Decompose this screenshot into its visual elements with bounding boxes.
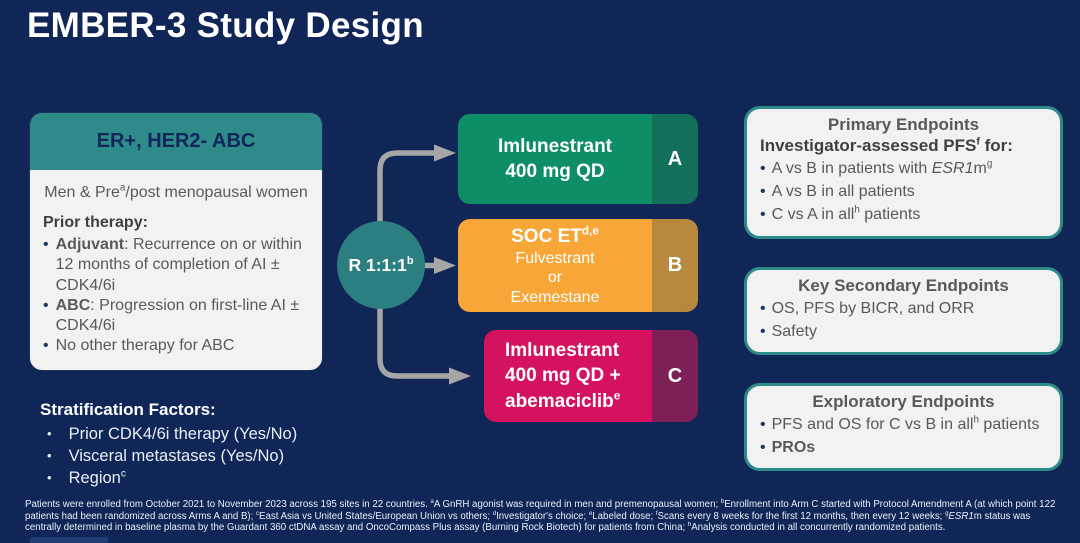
arm-a-content: Imlunestrant 400 mg QD [458, 114, 652, 204]
list-item-text: A vs B in patients with ESR1mg [771, 158, 993, 177]
bullet-dot: • [760, 439, 766, 457]
arm-c-line: 400 mg QD + [505, 365, 621, 387]
population-panel: ER+, HER2- ABC Men & Prea/post menopausa… [30, 113, 322, 371]
list-item: • No other therapy for ABC [43, 336, 309, 356]
primary-endpoints-panel: Primary Endpoints Investigator-assessed … [744, 106, 1063, 239]
list-item-text: OS, PFS by BICR, and ORR [771, 300, 975, 317]
list-item-text: A vs B in all patients [771, 183, 915, 201]
panel-title: Primary Endpoints [827, 115, 980, 134]
arm-c-letter-tab: C [652, 330, 698, 422]
population-panel-header: ER+, HER2- ABC [30, 113, 322, 170]
list-item-text: ABC: Progression on first-line AI ± CDK4… [55, 296, 300, 334]
arm-c-content: Imlunestrant 400 mg QD + abemaciclibe [484, 330, 652, 422]
list-item: • A vs B in patients with ESR1mg [760, 157, 1047, 180]
bullet-dot: • [760, 206, 766, 224]
bullet-dot: • [47, 469, 52, 485]
arm-a-line: Imlunestrant [497, 135, 613, 157]
arm-b-line: Exemestane [510, 288, 600, 306]
arrow-to-arm-c [377, 300, 451, 379]
bullet-dot: • [760, 160, 766, 177]
page-title: EMBER-3 Study Design [27, 6, 424, 45]
arm-b-box: SOC ETd,e Fulvestrant or Exemestane B [458, 219, 698, 312]
population-panel-body: Men & Prea/post menopausal women Prior t… [30, 170, 322, 371]
panel-title: Key Secondary Endpoints [798, 276, 1009, 295]
list-item-text: PFS and OS for C vs B in allh patients [771, 414, 1040, 433]
arm-c-box: Imlunestrant 400 mg QD + abemaciclibe C [484, 330, 698, 422]
arm-b-content: SOC ETd,e Fulvestrant or Exemestane [458, 219, 652, 312]
list-item: • PFS and OS for C vs B in allh patients [760, 413, 1047, 436]
list-item-text: PROs [771, 439, 816, 457]
arm-c-line: Imlunestrant [505, 339, 620, 361]
list-item-text: Visceral metastases (Yes/No) [68, 446, 285, 465]
arm-b-line: or [547, 269, 563, 287]
list-item: • Adjuvant: Recurrence on or within 12 m… [43, 235, 309, 295]
list-item: • OS, PFS by BICR, and ORR [760, 297, 1047, 320]
arrow-to-arm-a [377, 150, 436, 232]
list-item: • C vs A in allh patients [760, 203, 1047, 226]
arm-a-letter-tab: A [652, 114, 698, 204]
bullet-dot: • [760, 323, 766, 341]
arrowhead-arm-c [449, 367, 471, 385]
arm-b-letter-tab: B [652, 219, 698, 312]
arm-b-title: SOC ETd,e [511, 224, 599, 247]
list-item-text: No other therapy for ABC [55, 337, 235, 355]
bullet-dot: • [47, 426, 52, 441]
population-intro: Men & Prea/post menopausal women [44, 182, 308, 201]
list-item: • Prior CDK4/6i therapy (Yes/No) [40, 424, 370, 446]
arm-b-line: Fulvestrant [515, 249, 595, 267]
footnote-text: Patients were enrolled from October 2021… [25, 498, 1056, 534]
list-item: • Safety [760, 320, 1047, 343]
list-item: • Visceral metastases (Yes/No) [40, 446, 370, 468]
list-item-text: C vs A in allh patients [771, 205, 921, 224]
list-item: • PROs [760, 436, 1047, 459]
bullet-dot: • [760, 300, 766, 317]
bullet-dot: • [43, 337, 49, 355]
list-item: • Regionc [40, 468, 370, 490]
randomization-label: R 1:1:1b [348, 254, 414, 275]
stratification-title: Stratification Factors: [40, 400, 216, 419]
partial-logo-fragment [30, 537, 108, 543]
bullet-dot: • [43, 296, 49, 314]
arm-a-line: 400 mg QD [505, 161, 605, 182]
list-item-text: Safety [771, 323, 817, 341]
exploratory-endpoints-panel: Exploratory Endpoints • PFS and OS for C… [744, 383, 1063, 472]
randomization-circle: R 1:1:1b [337, 221, 425, 309]
list-item-text: Adjuvant: Recurrence on or within 12 mon… [55, 236, 302, 294]
stratification-section: Stratification Factors: • Prior CDK4/6i … [40, 400, 370, 489]
key-secondary-endpoints-panel: Key Secondary Endpoints • OS, PFS by BIC… [744, 267, 1063, 356]
arm-c-line: abemaciclibe [505, 389, 621, 412]
list-item-text: Regionc [68, 468, 126, 487]
bullet-dot: • [47, 447, 52, 463]
list-item-text: Prior CDK4/6i therapy (Yes/No) [68, 425, 298, 443]
bullet-dot: • [760, 416, 766, 433]
prior-therapy-label: Prior therapy: [43, 214, 148, 232]
arrowhead-arm-b [434, 257, 456, 274]
primary-endpoints-subtitle: Investigator-assessed PFSf for: [760, 135, 1013, 155]
arrowhead-arm-a [434, 144, 456, 162]
bullet-dot: • [43, 236, 49, 254]
list-item: • ABC: Progression on first-line AI ± CD… [43, 296, 309, 336]
arm-a-box: Imlunestrant 400 mg QD A [458, 114, 698, 204]
list-item: • A vs B in all patients [760, 180, 1047, 203]
bullet-dot: • [760, 183, 766, 201]
panel-title: Exploratory Endpoints [812, 392, 995, 411]
